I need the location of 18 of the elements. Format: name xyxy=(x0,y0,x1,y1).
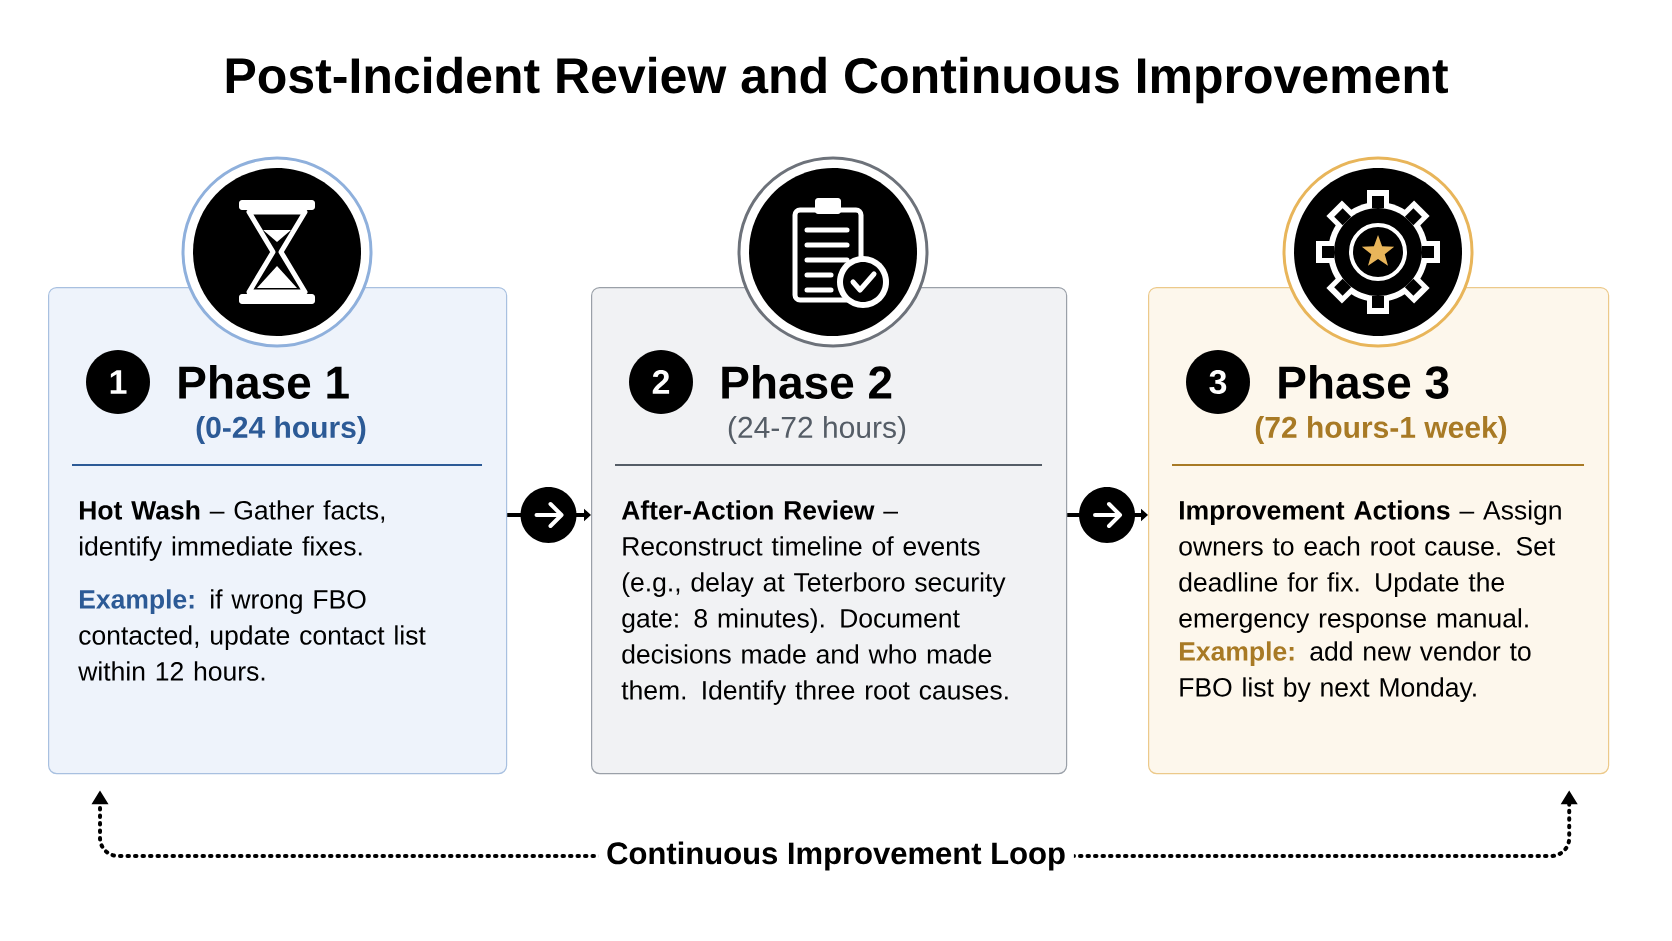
phase-title: Phase 1 xyxy=(179,365,349,399)
arrow xyxy=(1067,487,1148,543)
arrow xyxy=(507,487,591,543)
time-range: (72 hours-1 week) xyxy=(1255,416,1507,444)
time-range: (0-24 hours) xyxy=(196,416,366,444)
description-text: Hot Wash – Gather facts, identify immediate fixes. xyxy=(80,500,385,561)
example-text: Example: if wrong FBO contacted, update contact list within 12 hours. xyxy=(78,589,426,681)
phase-title: Phase 2 xyxy=(722,365,892,399)
phase-title: Phase 3 xyxy=(1279,365,1449,399)
description-text: Improvement Actions – Assign owners to each root cause. Set deadline for fix. Update the emergency response manual. xyxy=(1179,500,1561,633)
edge-label: Continuous Improvement Loop xyxy=(607,841,1065,871)
number-badge: 1 xyxy=(86,350,150,414)
description-text: After-Action Review – Reconstruct timeline of events (e.g., delay at Teterboro security gate: 8 minutes). Document decisions made and who made them. Identify three root causes. xyxy=(621,500,1008,705)
title: Post-Incident Review and Continuous Improvement xyxy=(226,56,1448,104)
number-badge: 2 xyxy=(629,350,693,414)
number-badge: 3 xyxy=(1186,350,1250,414)
example-text: Example: add new vendor to FBO list by next Monday. xyxy=(1180,641,1531,702)
time-range: (24-72 hours) xyxy=(728,416,906,444)
